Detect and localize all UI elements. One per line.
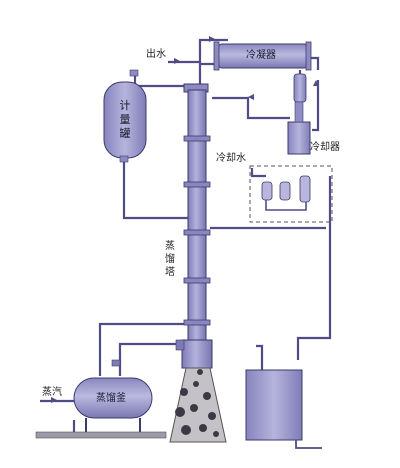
flow-arrows (51, 36, 319, 403)
distillation-column (181, 83, 213, 369)
receiver-vent-pipe (256, 344, 264, 370)
metering-tank (103, 69, 147, 163)
metering-tank-vent-pipe (133, 73, 188, 88)
stone (181, 425, 191, 435)
stone (203, 392, 211, 400)
cooling-water-out-label: 出水 (146, 49, 166, 60)
column-flange (183, 181, 211, 188)
stone (175, 407, 185, 417)
arrow-marker (248, 94, 254, 100)
stone (193, 381, 199, 387)
instrument-panel (249, 165, 333, 223)
stone (197, 369, 203, 375)
stone (190, 404, 198, 412)
reboiler-vapor-pipe (98, 322, 186, 376)
vapor-line-pipe (198, 62, 218, 84)
stone (213, 431, 219, 437)
cooler-cooling-pipe (312, 80, 320, 132)
kettle-support (85, 418, 141, 432)
sight-glass (261, 181, 273, 201)
reboiler-kettle-label: 蒸馏釜 (96, 393, 126, 404)
distillation-column-label: 蒸馏塔 (165, 241, 175, 278)
valves (111, 339, 185, 367)
pipes (40, 38, 332, 436)
condenser (213, 41, 312, 71)
arrow-marker (174, 58, 180, 64)
steam-label: 蒸汽 (42, 387, 62, 398)
stone (199, 424, 207, 432)
cooler-label: 冷却器 (310, 142, 340, 153)
column-flange (183, 135, 211, 142)
instrument-line (265, 200, 307, 211)
arrow-marker (209, 36, 215, 42)
receiver-tank (245, 369, 322, 449)
reboiler-kettle (35, 377, 167, 439)
stone (180, 388, 188, 396)
valve (111, 359, 121, 367)
column-flange (183, 229, 211, 236)
sight-glass (299, 175, 311, 203)
arrow-marker (51, 397, 57, 403)
feed-pipe (122, 160, 188, 220)
reflux-pipe (212, 96, 290, 120)
arrow-marker (313, 80, 319, 86)
furnace-base (169, 367, 227, 443)
kettle-foundation (35, 431, 167, 439)
condenser-label: 冷凝器 (246, 50, 276, 61)
valve (175, 339, 185, 351)
cooling-water-inlet-pipe (250, 168, 266, 178)
cooling-water-outlet-pipe (168, 38, 228, 64)
column-flange (183, 277, 211, 284)
stone (208, 412, 216, 420)
metering-tank-label: 计量罐 (119, 99, 131, 140)
sight-glass (279, 181, 291, 201)
cooling-water-label: 冷却水 (216, 153, 246, 164)
drain-pipe (295, 440, 322, 449)
column-flange (183, 319, 211, 326)
cooler (287, 73, 311, 155)
product-line-pipe (296, 176, 332, 360)
